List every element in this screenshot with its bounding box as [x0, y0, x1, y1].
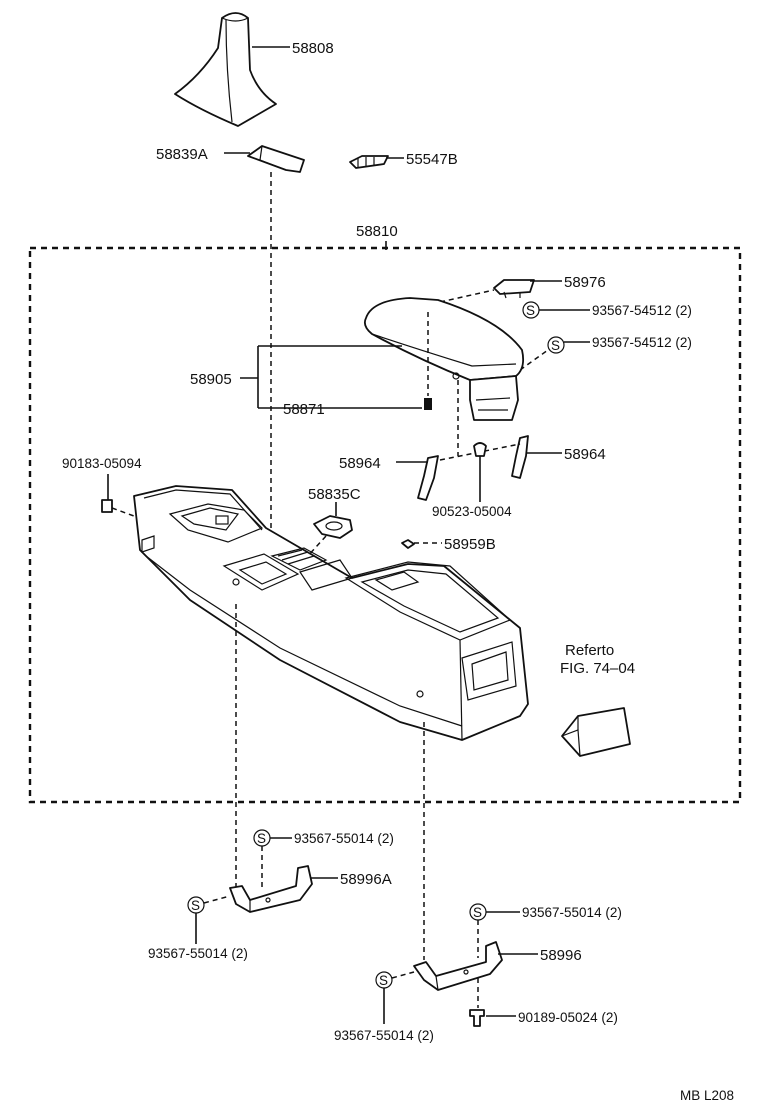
bracket-58996a: [229, 865, 313, 913]
clip-90523: [473, 442, 487, 457]
label-58976: 58976: [564, 274, 606, 291]
label-58808: 58808: [292, 40, 334, 57]
label-93567-55014-b1: 93567-55014 (2): [522, 905, 622, 920]
cover-link: [305, 535, 327, 559]
cover-58835c: [313, 515, 353, 539]
label-58996a: 58996A: [340, 871, 392, 888]
stay-right: [511, 435, 529, 479]
clip-55547b: [349, 155, 389, 169]
shift-boot: [174, 12, 277, 127]
refer-line-2: FIG. 74–04: [560, 660, 635, 677]
stay-left: [417, 455, 439, 501]
bracket-58996: [413, 941, 503, 991]
pin-58871: [424, 398, 432, 410]
label-93567-55014-a1: 93567-55014 (2): [294, 831, 394, 846]
label-58905: 58905: [190, 371, 232, 388]
label-58959b: 58959B: [444, 536, 496, 553]
washer-s-glyph: S: [379, 973, 388, 988]
label-58835c: 58835C: [308, 486, 361, 503]
bolt-90189: [469, 1009, 485, 1027]
label-93567-55014-a2: 93567-55014 (2): [148, 946, 248, 961]
hinge-link: [439, 289, 495, 303]
label-90523-05004: 90523-05004: [432, 504, 512, 519]
assembly-frame: [28, 246, 742, 804]
label-90183-05094: 90183-05094: [62, 456, 142, 471]
label-58871: 58871: [283, 401, 325, 418]
hinge-58976: [493, 279, 535, 299]
label-55547b: 55547B: [406, 151, 458, 168]
washer-s-glyph: S: [526, 303, 535, 318]
label-93567-55014-b2: 93567-55014 (2): [334, 1028, 434, 1043]
refer-part-74-04: [561, 707, 631, 757]
label-93567-54512-b: 93567-54512 (2): [592, 335, 692, 350]
footer-code: MB L208: [680, 1088, 734, 1103]
bracket-washer-link: [391, 971, 415, 979]
label-90189-05024: 90189-05024 (2): [518, 1010, 618, 1025]
cap-58959b: [401, 539, 415, 549]
washer-s-glyph: S: [257, 831, 266, 846]
clip-nut-90183: [101, 499, 113, 513]
label-58839a: 58839A: [156, 146, 208, 163]
console-body: [133, 485, 529, 741]
washer-s-glyph: S: [473, 905, 482, 920]
washer-s-icon: [547, 336, 565, 354]
washer-link: [519, 349, 549, 371]
refer-line-1: Referto: [565, 642, 614, 659]
washer-s-glyph: S: [191, 898, 200, 913]
armrest-lid: [363, 297, 525, 421]
washer-s-glyph: S: [551, 338, 560, 353]
clip-nut-link: [111, 507, 135, 517]
label-58810: 58810: [356, 223, 398, 240]
label-58996: 58996: [540, 947, 582, 964]
label-58964-left: 58964: [339, 455, 381, 472]
bracket-a-washer-link: [203, 895, 231, 904]
label-93567-54512-a: 93567-54512 (2): [592, 303, 692, 318]
label-58964-right: 58964: [564, 446, 606, 463]
plate-58839a: [247, 145, 305, 173]
